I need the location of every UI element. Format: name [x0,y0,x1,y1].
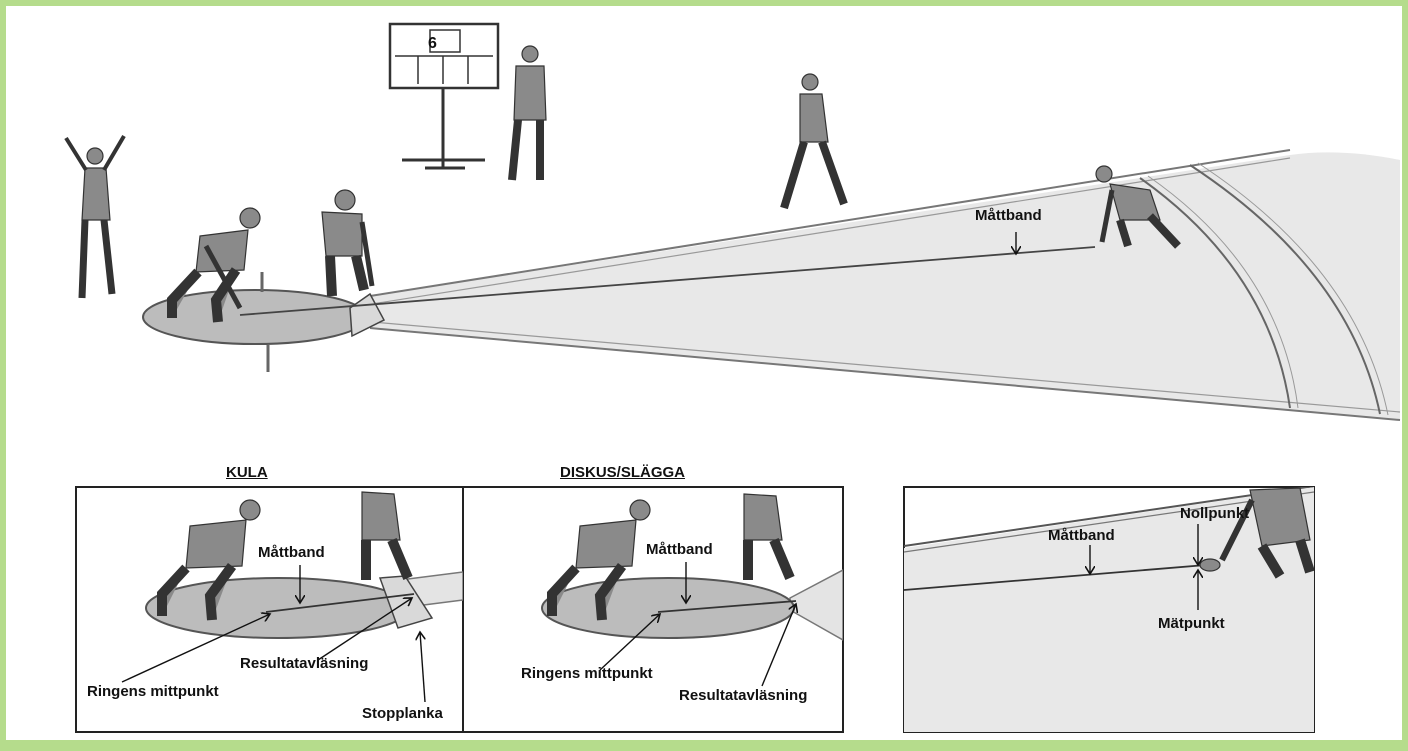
kula-tape-label: Måttband [258,545,325,560]
kula-stopboard-label: Stopplanka [362,706,443,721]
diskus-circle [542,578,794,638]
detail-tape-label: Måttband [1048,528,1115,543]
detail-measure-label: Mätpunkt [1158,616,1225,631]
detail-zero-label: Nollpunkt [1180,506,1249,521]
kula-reading-label: Resultatavläsning [240,656,368,671]
kula-center-label: Ringens mittpunkt [87,684,219,699]
kula-circle [146,578,410,638]
kula-title: KULA [226,465,268,480]
diskus-tape-label: Måttband [646,542,713,557]
panel-detail [904,486,1314,732]
diskus-center-label: Ringens mittpunkt [521,666,653,681]
main-tape-label: Måttband [975,208,1042,223]
diskus-title: DISKUS/SLÄGGA [560,465,685,480]
diskus-reading-label: Resultatavläsning [679,688,807,703]
scoreboard-value: 6 [428,36,437,52]
